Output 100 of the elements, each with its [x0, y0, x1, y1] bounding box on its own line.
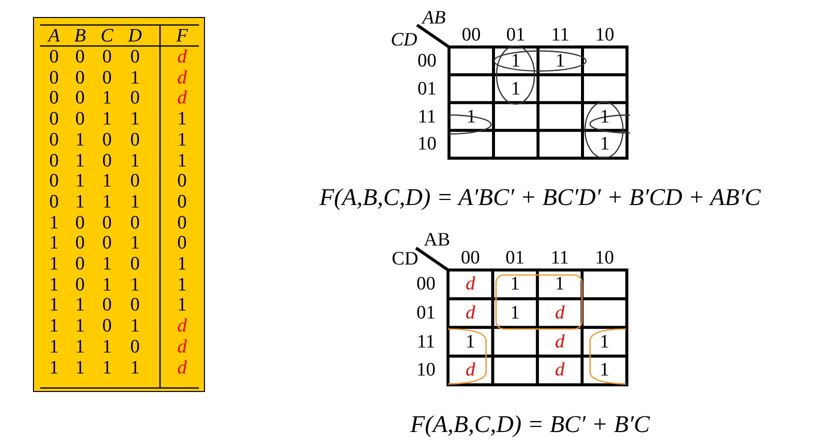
kmap-row-label: 11 — [416, 332, 436, 352]
column-header: F — [176, 26, 188, 46]
output-value: 1 — [177, 110, 187, 129]
output-value: 1 — [177, 151, 187, 170]
boolean-equation: F(A,B,C,D) = A′BC′ + BC′D′ + B′CD + AB′C — [319, 186, 761, 210]
input-value: 0 — [75, 88, 85, 108]
input-value: 0 — [49, 151, 59, 170]
kmap-column-label: 11 — [551, 26, 570, 44]
input-value: 0 — [102, 234, 112, 253]
kmap-entry: d — [555, 360, 564, 380]
kmap-entry: 1 — [600, 360, 610, 380]
input-value: 0 — [75, 254, 85, 274]
input-value: 1 — [49, 275, 59, 294]
input-value: 0 — [130, 254, 140, 274]
input-value: 1 — [102, 358, 112, 377]
input-value: 1 — [75, 151, 85, 170]
kmap-row-label: 11 — [418, 107, 436, 126]
input-value: 0 — [75, 234, 85, 253]
kmap-row-label: 00 — [416, 274, 436, 294]
variable-label: CD — [392, 250, 418, 268]
input-value: 1 — [75, 296, 85, 315]
output-value: 1 — [177, 275, 187, 294]
output-value: d — [177, 88, 187, 108]
input-value: 0 — [130, 130, 140, 150]
input-value: 1 — [75, 337, 85, 356]
input-value: 1 — [130, 151, 140, 170]
kmap-column-label: 10 — [594, 248, 614, 268]
variable-label: CD — [390, 30, 418, 50]
input-value: 1 — [102, 337, 112, 356]
input-value: 1 — [49, 358, 59, 377]
kmap-entry: d — [555, 332, 564, 352]
output-value: 1 — [177, 296, 187, 315]
input-value: 1 — [75, 130, 85, 150]
input-value: 1 — [75, 358, 85, 377]
output-value: d — [177, 358, 187, 377]
input-value: 0 — [102, 48, 112, 66]
input-value: 1 — [75, 192, 85, 212]
input-value: 1 — [130, 316, 140, 336]
input-value: 0 — [130, 213, 140, 232]
input-value: 0 — [49, 172, 59, 191]
input-value: 0 — [49, 130, 59, 150]
column-header: C — [100, 26, 114, 46]
variable-label: AB — [422, 8, 446, 28]
output-value: d — [177, 48, 187, 66]
kmap-column-label: 00 — [462, 26, 481, 44]
variable-label: AB — [424, 230, 450, 250]
input-value: 0 — [49, 110, 59, 129]
kmap-entry: 1 — [510, 274, 520, 294]
input-value: 1 — [102, 275, 112, 294]
kmap-entry: 1 — [511, 79, 520, 98]
input-value: 0 — [102, 296, 112, 315]
kmap-column-label: 01 — [506, 26, 526, 44]
output-value: 1 — [177, 130, 187, 150]
input-value: 1 — [102, 192, 112, 212]
kmap-entry: 1 — [555, 274, 564, 294]
input-value: 1 — [102, 110, 112, 129]
input-value: 1 — [49, 213, 59, 232]
input-value: 1 — [102, 172, 112, 191]
input-value: 0 — [49, 88, 59, 108]
input-value: 1 — [49, 254, 59, 274]
input-value: 0 — [130, 337, 140, 356]
kmap-row-label: 01 — [418, 79, 436, 98]
input-value: 0 — [130, 48, 140, 66]
kmap-row-label: 10 — [418, 134, 436, 154]
input-value: 0 — [130, 88, 140, 108]
kmap-entry: d — [466, 304, 476, 323]
input-value: 0 — [49, 192, 59, 212]
kmap-entry: d — [466, 360, 476, 380]
input-value: 0 — [75, 213, 85, 232]
kmap-entry: 1 — [511, 51, 520, 70]
input-value: 1 — [130, 68, 140, 88]
input-value: 1 — [49, 296, 59, 315]
input-value: 1 — [49, 234, 59, 253]
input-value: 0 — [102, 213, 112, 232]
output-value: 0 — [177, 172, 187, 191]
input-value: 1 — [130, 234, 140, 253]
input-value: 0 — [102, 151, 112, 170]
output-value: 0 — [177, 192, 187, 212]
input-value: 1 — [130, 358, 140, 377]
input-value: 1 — [102, 254, 112, 274]
kmap-entry: 1 — [556, 51, 565, 70]
kmap-entry: d — [555, 304, 564, 323]
input-value: 1 — [102, 88, 112, 108]
input-value: 0 — [102, 316, 112, 336]
kmap-row-label: 01 — [416, 304, 436, 323]
input-value: 1 — [130, 110, 140, 129]
boolean-equation: F(A,B,C,D) = BC′ + B′C — [410, 413, 650, 437]
output-value: 0 — [177, 234, 187, 253]
output-value: d — [177, 316, 187, 336]
kmap-row-label: 00 — [418, 51, 436, 70]
input-value: 0 — [75, 68, 85, 88]
input-value: 1 — [49, 337, 59, 356]
input-value: 1 — [130, 192, 140, 212]
kmap-column-label: 00 — [460, 248, 480, 268]
kmap-row-label: 10 — [416, 360, 436, 380]
kmap-column-label: 11 — [550, 248, 569, 268]
input-value: 0 — [75, 48, 85, 66]
kmap-entry: 1 — [466, 332, 476, 352]
input-value: 1 — [75, 316, 85, 336]
input-value: 0 — [102, 130, 112, 150]
